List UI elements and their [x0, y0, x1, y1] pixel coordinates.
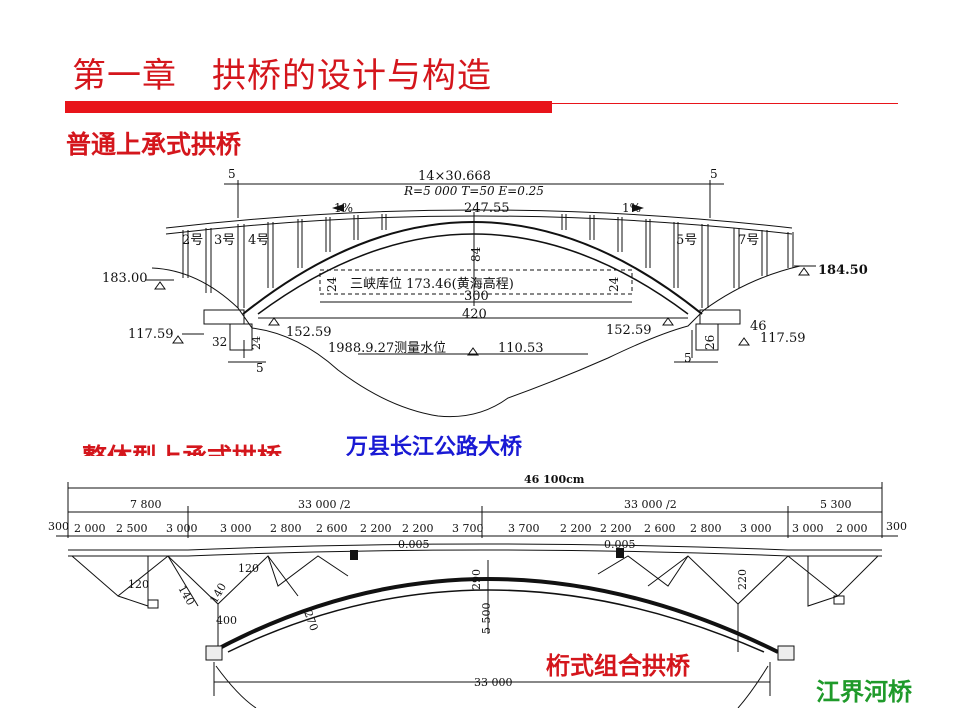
slope-left: 0.005 [398, 538, 430, 551]
panel-left-7: 2 200 [360, 522, 392, 535]
dim-left-5: 5 [228, 167, 236, 181]
title-rule-thin [552, 103, 898, 104]
dim-24-right: 24 [607, 276, 621, 292]
panel-right-6: 3 000 [740, 522, 772, 535]
pier-7-label: 7号 [738, 233, 759, 248]
dim-seg-5300: 5 300 [820, 498, 852, 511]
dim-5500: 5 500 [480, 603, 493, 635]
pier-4-label: 4号 [248, 233, 269, 248]
panel-left-1: 2 000 [74, 522, 106, 535]
slope-left: 1% [334, 201, 353, 215]
dim-params: R=5 000 T=50 E=0.25 [403, 184, 544, 198]
elev-152-left: 152.59 [286, 325, 332, 340]
dim-seg-half-right: 33 000 /2 [624, 498, 677, 511]
dim-right-5: 5 [710, 167, 718, 181]
wanxian-bridge-drawing: 14×30.668 R=5 000 T=50 E=0.25 247.55 5 5… [88, 158, 874, 430]
dim-220: 220 [736, 569, 749, 590]
dim-24-left: 24 [325, 276, 339, 292]
slide-title: 第一章 拱桥的设计与构造 [72, 56, 492, 96]
elev-117-left: 117.59 [128, 327, 174, 342]
pier-5-label: 5号 [676, 233, 697, 248]
pier-2-label: 2号 [182, 233, 203, 248]
water-elev: 110.53 [498, 341, 544, 356]
panel-right-1: 3 700 [508, 522, 540, 535]
caption-jiangjie-bridge: 江界河桥 [816, 678, 912, 706]
panel-right-7: 3 000 [792, 522, 824, 535]
dim-120-a: 120 [128, 578, 149, 591]
dim-24-small: 24 [250, 336, 263, 350]
caption-truss-arch: 桁式组合拱桥 [546, 652, 690, 680]
dim-crown-elev: 247.55 [464, 201, 510, 216]
panel-left-5: 2 800 [270, 522, 302, 535]
panel-left-3: 3 000 [166, 522, 198, 535]
panel-left-2: 2 500 [116, 522, 148, 535]
dim-span-300: 300 [464, 289, 489, 304]
caption-wanxian-bridge: 万县长江公路大桥 [346, 435, 523, 460]
panel-left-6: 2 600 [316, 522, 348, 535]
reservoir-level: 三峡库位 173.46(黄海高程) [350, 276, 514, 292]
panel-left-8: 2 200 [402, 522, 434, 535]
slope-right: 1% [622, 201, 641, 215]
dim-seg-7800: 7 800 [130, 498, 162, 511]
jiangjie-bridge-drawing: 46 100cm 7 800 33 000 /2 33 000 /2 5 300… [48, 456, 912, 708]
dim-5-bottom-right: 5 [684, 351, 692, 365]
elev-left: 183.00 [102, 271, 148, 286]
panel-right-2: 2 200 [560, 522, 592, 535]
elev-117-right: 117.59 [760, 331, 806, 346]
panel-left-4: 3 000 [220, 522, 252, 535]
dim-5-bottom-left: 5 [256, 361, 264, 375]
dim-total: 46 100cm [524, 473, 585, 486]
elev-152-right: 152.59 [606, 323, 652, 338]
panel-right-4: 2 600 [644, 522, 676, 535]
dim-rise-84: 84 [469, 246, 483, 262]
dim-120-b: 120 [238, 562, 259, 575]
panel-right-8: 2 000 [836, 522, 868, 535]
pier-3-label: 3号 [214, 233, 235, 248]
panel-right-3: 2 200 [600, 522, 632, 535]
dim-span-420: 420 [462, 307, 487, 322]
panel-left-9: 3 700 [452, 522, 484, 535]
dim-end-300-right: 300 [886, 520, 907, 533]
panel-right-5: 2 800 [690, 522, 722, 535]
dim-span-bottom: 33 000 [474, 676, 513, 689]
title-rule-thick [65, 101, 552, 113]
dim-290: 290 [470, 569, 483, 590]
section-label-deck-arch: 普通上承式拱桥 [66, 130, 242, 159]
dim-end-300-left: 300 [48, 520, 69, 533]
dim-46: 46 [750, 319, 767, 334]
dim-seg-half-left: 33 000 /2 [298, 498, 351, 511]
elev-right: 184.50 [818, 263, 868, 278]
dim-26: 26 [703, 335, 717, 350]
dim-span-top: 14×30.668 [418, 169, 491, 184]
slope-right: 0.005 [604, 538, 636, 551]
dim-400: 400 [216, 614, 237, 627]
water-level-label: 1988.9.27测量水位 [328, 341, 446, 356]
dim-32: 32 [212, 335, 227, 349]
